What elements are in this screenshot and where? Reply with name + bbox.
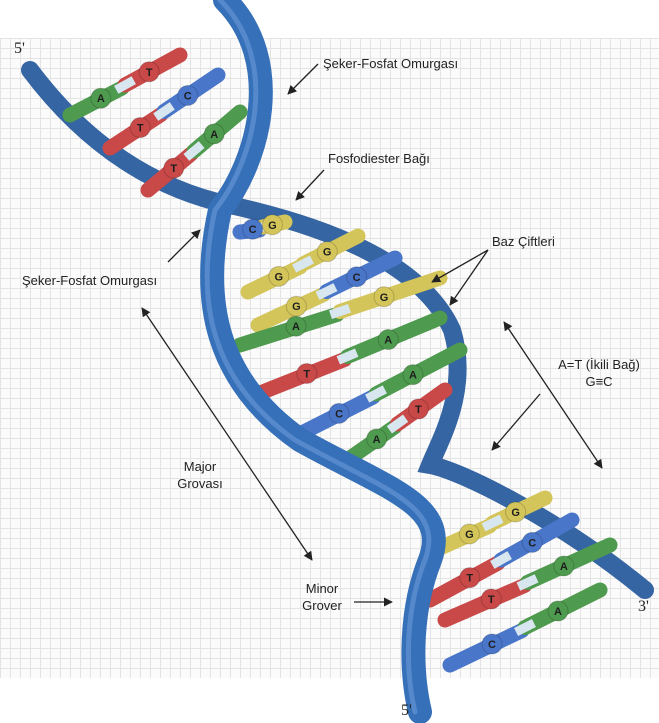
arrow-bonds xyxy=(504,322,602,468)
label-backbone-top: Şeker-Fosfat Omurgası xyxy=(323,55,458,72)
base-left-letter: A xyxy=(97,93,105,105)
label-minor-groove: Minor Grover xyxy=(290,580,354,614)
base-pair: TA xyxy=(148,112,240,190)
label-major-line1: Major xyxy=(160,458,240,475)
arrow-base-pairs-b xyxy=(450,250,488,305)
base-left-letter: G xyxy=(465,529,474,541)
base-left-letter: A xyxy=(373,434,381,446)
base-right-letter: G xyxy=(323,247,332,259)
base-right-letter: C xyxy=(353,272,361,284)
base-left-letter: C xyxy=(488,639,496,651)
arrow-backbone-left xyxy=(168,230,200,262)
base-right-letter: G xyxy=(511,507,520,519)
arrow-bonds-pointer xyxy=(492,394,540,450)
base-right-letter: G xyxy=(380,292,389,304)
base-left-letter: G xyxy=(292,301,301,313)
base-right-letter: A xyxy=(554,606,562,618)
label-backbone-left: Şeker-Fosfat Omurgası xyxy=(22,272,157,289)
base-right-letter: T xyxy=(415,404,422,416)
base-right-letter: T xyxy=(146,67,153,79)
arrow-backbone-top xyxy=(288,64,318,94)
label-base-pairs: Baz Çiftleri xyxy=(492,233,555,250)
end-label-top-left: 5' xyxy=(14,40,25,57)
base-right-letter: C xyxy=(528,537,536,549)
base-left-letter: T xyxy=(137,123,144,135)
label-bonds-line2: G≡C xyxy=(545,373,653,390)
base-left-letter: T xyxy=(466,573,473,585)
base-left-letter: G xyxy=(275,271,284,283)
label-bonds: A=T (İkili Bağ) G≡C xyxy=(545,356,653,390)
label-phosphodiester: Fosfodiester Bağı xyxy=(328,150,430,167)
arrow-phosphodiester xyxy=(296,170,324,200)
arrow-base-pairs-a xyxy=(432,250,488,282)
base-right-letter: A xyxy=(560,561,568,573)
base-left-letter: T xyxy=(303,368,310,380)
base-right-letter: A xyxy=(210,129,218,141)
base-left-letter: C xyxy=(249,224,257,236)
base-left-letter: T xyxy=(170,163,177,175)
label-major-line2: Grovası xyxy=(160,475,240,492)
hydrogen-bond xyxy=(331,308,350,314)
base-right-letter: A xyxy=(409,370,417,382)
base-left-letter: C xyxy=(335,408,343,420)
end-label-right: 3' xyxy=(638,598,649,615)
label-minor-line2: Grover xyxy=(290,597,354,614)
base-left-letter: T xyxy=(488,594,495,606)
base-right-letter: C xyxy=(184,90,192,102)
label-major-groove: Major Grovası xyxy=(160,458,240,492)
end-label-bottom: 5' xyxy=(401,702,412,719)
base-left-letter: A xyxy=(292,321,300,333)
base-right-letter: A xyxy=(384,335,392,347)
label-minor-line1: Minor xyxy=(290,580,354,597)
label-bonds-line1: A=T (İkili Bağ) xyxy=(545,356,653,373)
base-right-letter: G xyxy=(268,220,277,232)
